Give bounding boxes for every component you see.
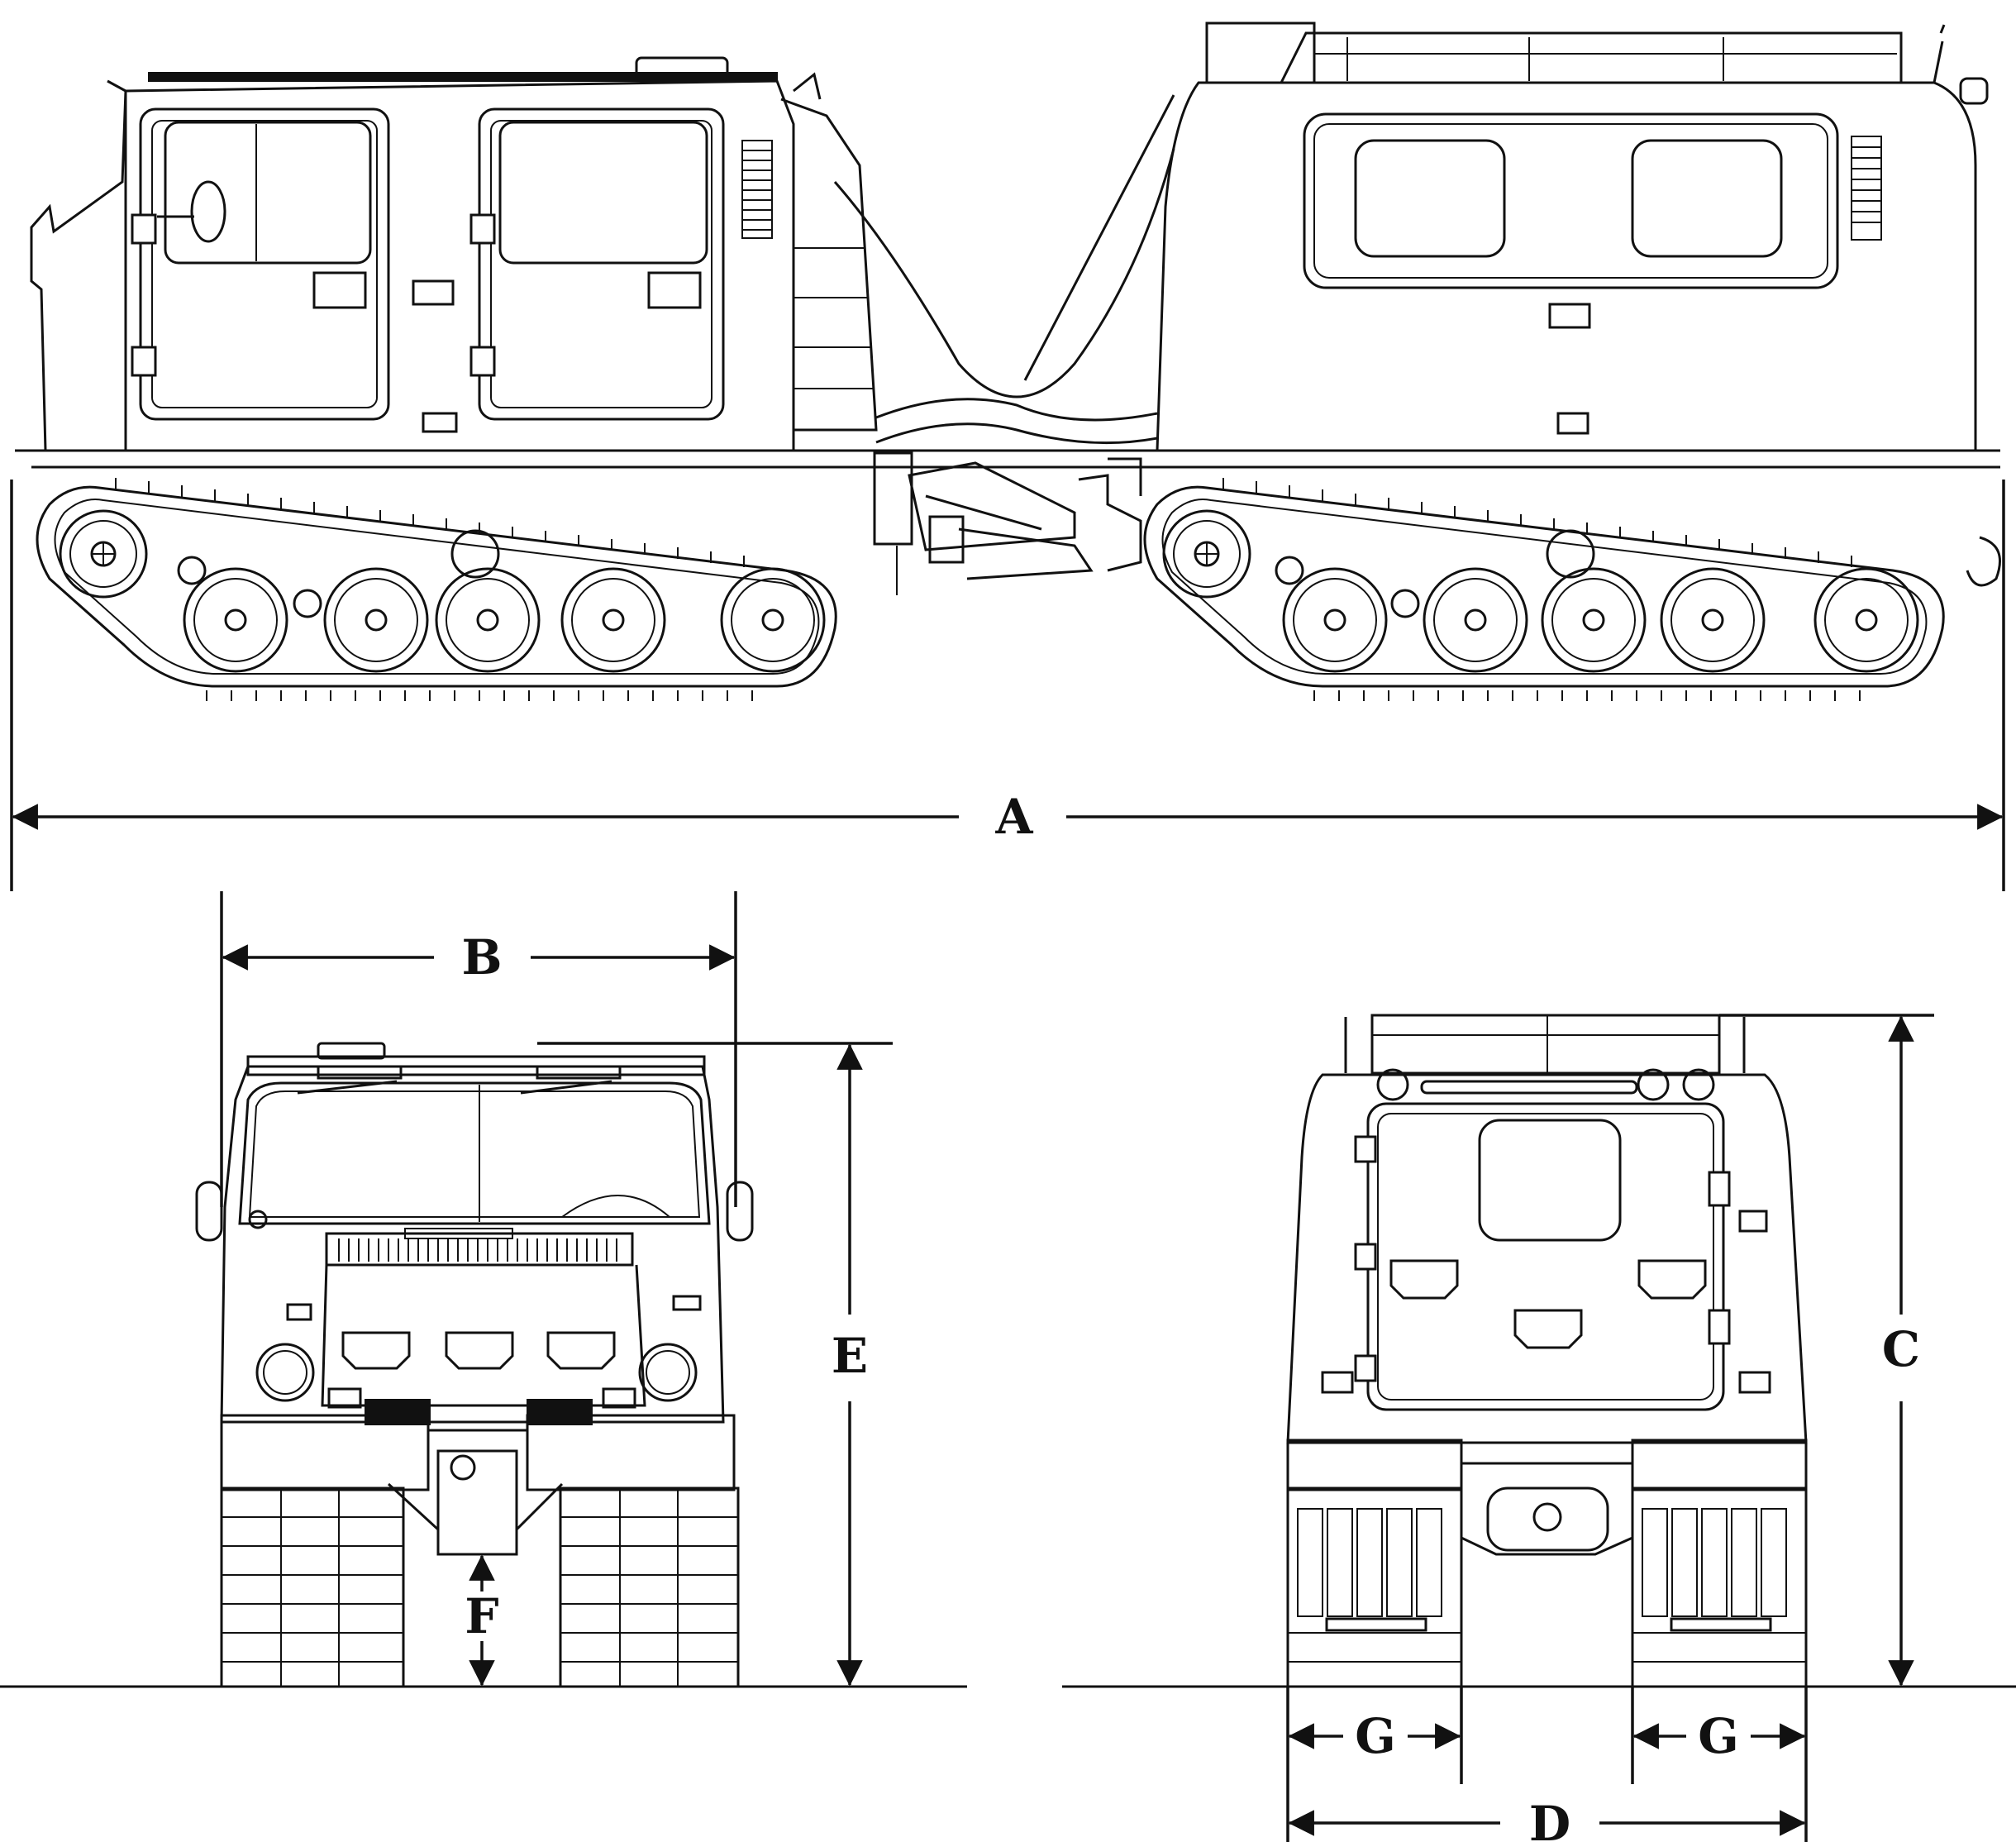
dimension-label-d: D	[1529, 1796, 1570, 1842]
front-grille	[338, 1238, 617, 1262]
rear-view	[1286, 1014, 1808, 1688]
cab-vent-grille	[741, 140, 773, 239]
rear-door-window	[1478, 1119, 1622, 1242]
dimension-a: A	[10, 480, 2005, 891]
headlight-left-icon	[255, 1343, 315, 1402]
cab-window-left	[164, 121, 372, 265]
rear-window-right	[1631, 139, 1783, 258]
road-wheel-icon	[1423, 567, 1528, 673]
road-wheel-icon	[720, 567, 826, 673]
drive-sprocket-icon	[1162, 509, 1251, 599]
front-cab-unit	[30, 56, 878, 452]
front-track-assembly	[36, 478, 837, 701]
side-mirror-icon	[190, 180, 226, 243]
dimension-label-e: E	[832, 1328, 868, 1384]
dimension-c: C	[1719, 1014, 1934, 1687]
windshield	[238, 1081, 711, 1225]
cab-window-right	[498, 121, 708, 265]
mirror-left-icon	[195, 1181, 223, 1242]
dimension-f: F	[465, 1554, 499, 1687]
headlight-right-icon	[638, 1343, 698, 1402]
road-wheel-icon	[183, 567, 288, 673]
articulation-joint	[833, 94, 1175, 595]
rear-trailer-unit	[1156, 21, 2001, 587]
road-wheel-icon	[1282, 567, 1388, 673]
dimension-g-d: G G D	[1286, 1687, 1808, 1842]
dimension-label-b: B	[461, 929, 502, 985]
road-wheel-icon	[1660, 567, 1766, 673]
dimension-label-f: F	[465, 1588, 498, 1644]
road-wheel-icon	[560, 567, 666, 673]
dimension-label-g-right: G	[1698, 1708, 1739, 1764]
road-wheel-icon	[1813, 567, 1919, 673]
front-view	[195, 1042, 754, 1688]
cab-door-left	[139, 107, 390, 421]
rear-track-right	[1631, 1486, 1808, 1688]
dimension-label-c: C	[1882, 1321, 1920, 1377]
mirror-right-icon	[726, 1181, 754, 1242]
rear-track-assembly	[1143, 478, 1945, 701]
drive-sprocket-icon	[59, 509, 148, 599]
dimension-b: B	[220, 891, 737, 1207]
rear-window-panel	[1303, 112, 1839, 289]
rear-window-left	[1354, 139, 1506, 258]
dimension-label-g-left: G	[1355, 1708, 1396, 1764]
rear-door	[1366, 1102, 1725, 1411]
road-wheel-icon	[323, 567, 429, 673]
side-view	[15, 21, 2001, 701]
dimension-e: E	[537, 1042, 893, 1687]
road-wheel-icon	[435, 567, 541, 673]
rear-track-left	[1286, 1486, 1463, 1688]
rear-vent-grille	[1851, 136, 1882, 241]
road-wheel-icon	[1541, 567, 1647, 673]
cab-door-right	[478, 107, 725, 421]
dimension-label-a: A	[994, 789, 1033, 845]
